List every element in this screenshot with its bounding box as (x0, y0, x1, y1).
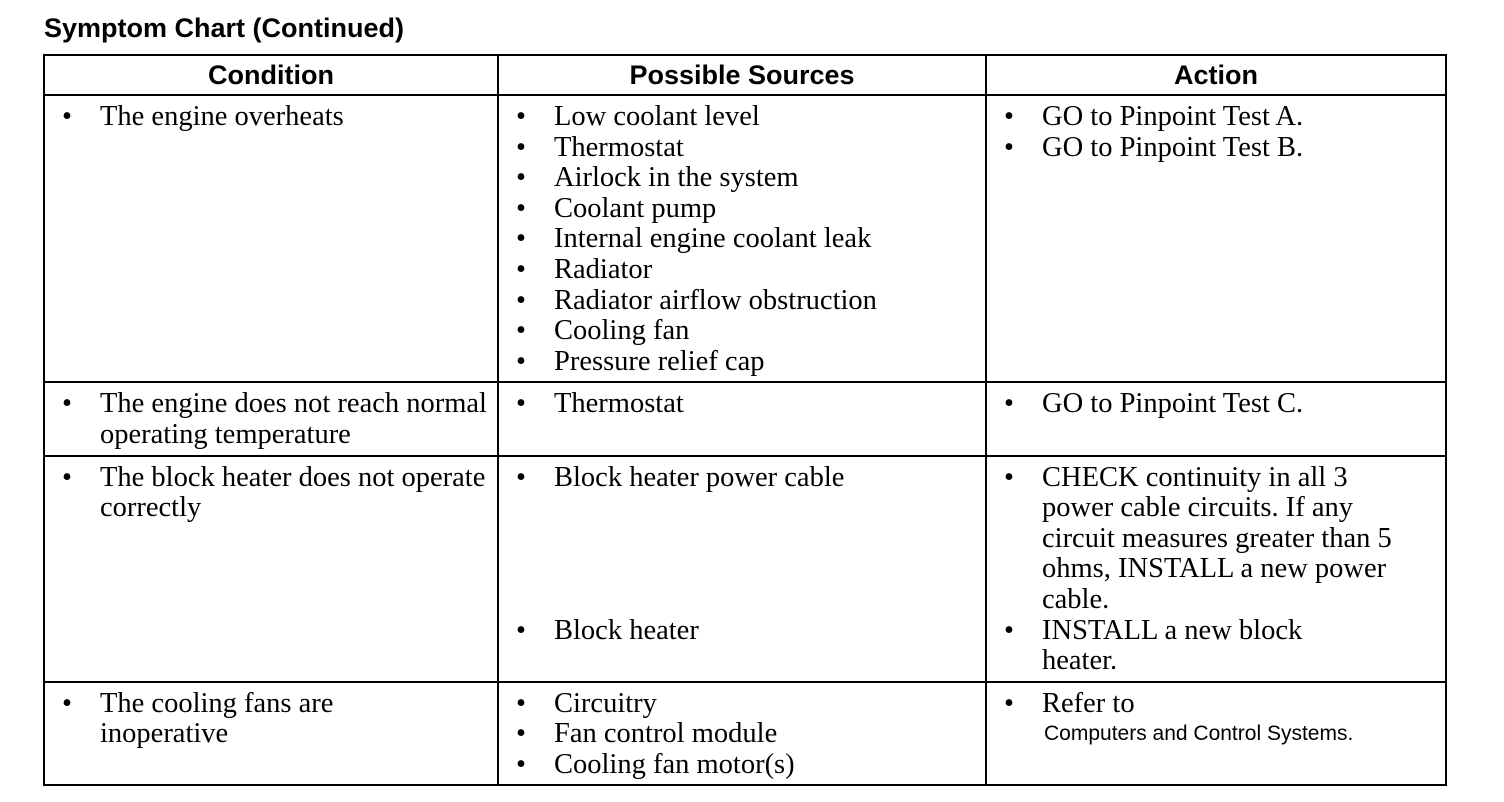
symptom-chart-table: Condition Possible Sources Action • The e… (43, 54, 1447, 787)
sources-cell: • Block heater power cable • Block heater (497, 454, 987, 683)
source-item: • Block heater power cable (499, 461, 985, 494)
action-text: INSTALL a new block heater. (1042, 614, 1303, 677)
source-text: Circuitry (554, 687, 657, 719)
source-text: Radiator airflow obstruction (554, 284, 877, 316)
source-item: • Coolant pump (499, 192, 985, 225)
source-item: • Radiator (499, 253, 985, 286)
bullet-icon: • (516, 223, 526, 255)
source-text: Airlock in the system (554, 162, 799, 194)
bullet-icon: • (62, 687, 72, 719)
bullet-icon: • (1004, 461, 1014, 493)
action-text: GO to Pinpoint Test B. (1042, 131, 1304, 163)
bullet-icon: • (516, 461, 526, 493)
bullet-icon: • (1004, 687, 1014, 719)
header-condition: Condition (43, 54, 499, 96)
condition-cell: • The cooling fans are inoperative (43, 680, 499, 787)
bullet-icon: • (516, 388, 526, 420)
action-cell: • GO to Pinpoint Test A. • GO to Pinpoint … (985, 93, 1447, 384)
condition-item: • The engine does not reach normal operat… (45, 389, 497, 450)
source-item: • Radiator airflow obstruction (499, 284, 985, 317)
sources-cell: • Low coolant level • Thermostat • Airlock … (497, 93, 987, 384)
bullet-icon: • (1004, 131, 1014, 163)
action-cell: • Refer to Computers and Control Systems. (985, 680, 1447, 787)
action-cell: • CHECK continuity in all 3 power cable c… (985, 454, 1447, 683)
bullet-icon: • (516, 162, 526, 194)
source-text: Cooling fan motor(s) (554, 748, 795, 780)
action-item: • CHECK continuity in all 3 power cable c… (987, 461, 1445, 616)
source-item: • Thermostat (499, 131, 985, 164)
bullet-icon: • (62, 388, 72, 420)
bullet-icon: • (62, 461, 72, 493)
bullet-icon: • (516, 748, 526, 780)
bullet-icon: • (516, 131, 526, 163)
bullet-icon: • (516, 284, 526, 316)
sources-cell: • Circuitry • Fan control module • Cooling … (497, 680, 987, 787)
condition-item: • The engine overheats (45, 101, 497, 133)
source-text: Internal engine coolant leak (554, 223, 872, 255)
source-text: Block heater power cable (554, 461, 845, 493)
action-cell: • GO to Pinpoint Test C. (985, 381, 1447, 457)
bullet-icon: • (516, 718, 526, 750)
condition-item: • The cooling fans are inoperative (45, 687, 497, 750)
source-item: • Circuitry (499, 687, 985, 720)
source-item: • Internal engine coolant leak (499, 224, 985, 255)
header-row: Condition Possible Sources Action (43, 54, 1447, 96)
action-item: • Refer to Computers and Control Systems. (987, 687, 1445, 750)
source-text: Coolant pump (554, 192, 717, 224)
condition-cell: • The engine does not reach normal operat… (43, 381, 499, 457)
header-possible-sources: Possible Sources (497, 54, 987, 96)
bullet-icon: • (1004, 614, 1014, 646)
action-item: • INSTALL a new block heater. (987, 614, 1445, 677)
source-text: Low coolant level (554, 101, 760, 132)
bullet-icon: • (516, 253, 526, 285)
bullet-icon: • (1004, 388, 1014, 420)
table-row: • The block heater does not operate corre… (43, 454, 1447, 683)
condition-text: The block heater does not operate correc… (100, 461, 486, 524)
bullet-icon: • (516, 614, 526, 646)
bullet-icon: • (1004, 101, 1014, 132)
page-title: Symptom Chart (Continued) (44, 13, 404, 43)
source-text: Fan control module (554, 718, 778, 750)
bullet-icon: • (516, 687, 526, 719)
sources-cell: • Thermostat (497, 381, 987, 457)
source-text: Thermostat (554, 388, 684, 420)
source-text: Radiator (554, 253, 653, 285)
source-item: • Block heater (499, 614, 985, 647)
condition-text: The engine overheats (100, 101, 344, 132)
source-item: • Pressure relief cap (499, 345, 985, 378)
action-text: GO to Pinpoint Test C. (1042, 388, 1304, 420)
bullet-icon: • (516, 101, 526, 132)
table-row: • The cooling fans are inoperative • Circu… (43, 680, 1447, 787)
source-item: • Low coolant level (499, 101, 985, 133)
source-text: Thermostat (554, 131, 684, 163)
bullet-icon: • (62, 101, 72, 132)
condition-text: The cooling fans are inoperative (100, 687, 334, 750)
reference-link[interactable]: Computers and Control Systems. (1044, 722, 1354, 746)
bullet-icon: • (516, 192, 526, 224)
action-item: • GO to Pinpoint Test C. (987, 389, 1445, 420)
source-item: • Fan control module (499, 718, 985, 750)
bullet-icon: • (516, 315, 526, 347)
action-item: • GO to Pinpoint Test B. (987, 131, 1445, 164)
table-row: • The engine overheats • Low coolant level… (43, 93, 1447, 384)
source-text: Cooling fan (554, 315, 690, 347)
action-text: GO to Pinpoint Test A. (1042, 101, 1304, 132)
condition-cell: • The block heater does not operate corre… (43, 454, 499, 683)
source-item: • Airlock in the system (499, 162, 985, 194)
condition-text: The engine does not reach normal operati… (100, 388, 487, 450)
condition-item: • The block heater does not operate corre… (45, 461, 497, 524)
condition-cell: • The engine overheats (43, 93, 499, 384)
source-text: Block heater (554, 614, 699, 646)
action-text: CHECK continuity in all 3 power cable ci… (1042, 461, 1392, 615)
source-text: Pressure relief cap (554, 345, 765, 377)
source-item: • Cooling fan (499, 315, 985, 347)
action-text: Refer to (1042, 687, 1135, 719)
header-action: Action (985, 54, 1447, 96)
action-item: • GO to Pinpoint Test A. (987, 101, 1445, 133)
source-item: • Cooling fan motor(s) (499, 748, 985, 781)
table-row: • The engine does not reach normal operat… (43, 381, 1447, 457)
bullet-icon: • (516, 345, 526, 377)
source-item: • Thermostat (499, 389, 985, 420)
